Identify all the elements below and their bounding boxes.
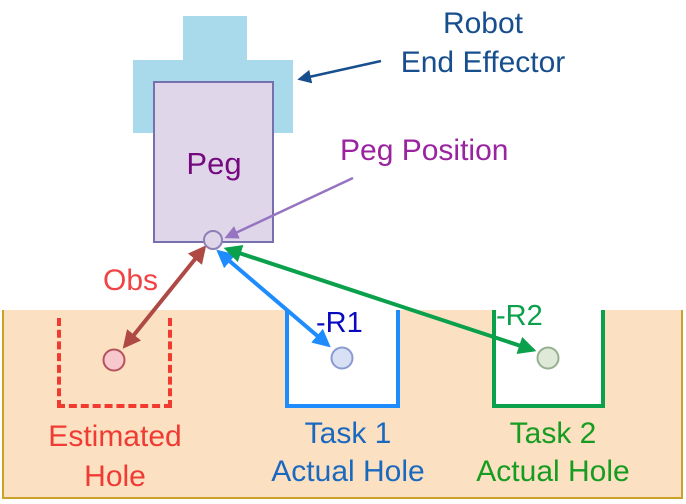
task2-label-line1: Task 2 [509, 417, 597, 450]
estimated-hole-label: Estimated Hole [48, 417, 181, 497]
task1-actual-hole-label: Task 1 Actual Hole [271, 415, 424, 491]
estimated-hole-outline [57, 318, 172, 408]
robot-end-effector-label: Robot End Effector [401, 4, 566, 82]
task2-reward-label: -R2 [496, 300, 543, 332]
end-effector-stem-shape [183, 16, 247, 62]
end-effector-pointer-arrow [297, 59, 382, 84]
peg-label: Peg [186, 146, 242, 181]
task1-reward-label: -R1 [316, 307, 363, 339]
task1-label-line1: Task 1 [304, 417, 392, 450]
task2-actual-hole-label: Task 2 Actual Hole [476, 415, 629, 491]
task2-label-line2: Actual Hole [476, 455, 630, 488]
estimated-hole-label-line2: Hole [84, 460, 146, 493]
peg-position-label: Peg Position [340, 134, 509, 167]
task1-label-line2: Actual Hole [271, 455, 425, 488]
obs-label: Obs [103, 264, 159, 297]
robot-label-line2: End Effector [400, 46, 566, 79]
estimated-hole-label-line1: Estimated [48, 420, 182, 453]
robot-label-line1: Robot [442, 7, 524, 40]
